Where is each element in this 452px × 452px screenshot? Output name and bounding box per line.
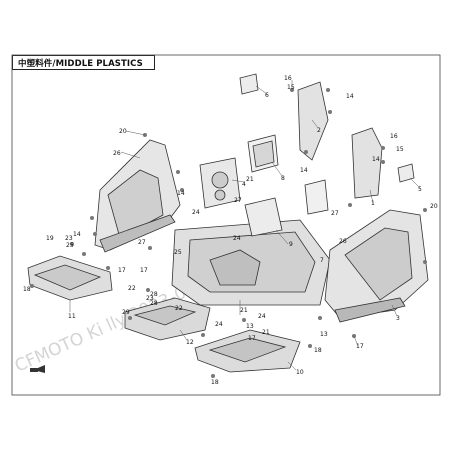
callout-14d: 14	[372, 156, 380, 163]
callout-20b: 20	[430, 203, 438, 210]
callout-25b: 25	[174, 249, 182, 256]
callout-27a: 27	[234, 197, 242, 204]
rear-center-panel	[171, 219, 331, 306]
callout-17c: 17	[356, 343, 364, 350]
left-side-panel	[94, 139, 181, 253]
callout-24a: 24	[192, 209, 200, 216]
vent-grille-right	[304, 179, 329, 215]
callout-27c: 27	[138, 239, 146, 246]
vent-grille-left	[247, 134, 279, 173]
callout-26b: 26	[339, 238, 347, 245]
leader-lines	[69, 80, 421, 371]
callout-6: 6	[265, 92, 269, 99]
callout-16b: 16	[390, 133, 398, 140]
diagram-title: 中塑料件/MIDDLE PLASTICS	[18, 59, 143, 69]
callout-2: 2	[317, 127, 321, 134]
callout-15a: 15	[287, 84, 295, 91]
clip-cap-6	[239, 73, 259, 95]
callout-12: 12	[186, 339, 194, 346]
callout-18c: 18	[314, 347, 322, 354]
callout-15b: 15	[396, 146, 404, 153]
speaker-bracket	[199, 157, 241, 209]
callout-27b: 27	[331, 210, 339, 217]
callout-19: 19	[46, 235, 54, 242]
callout-14e: 14	[177, 190, 185, 197]
callout-20a: 20	[119, 128, 127, 135]
callout-23a: 23	[65, 235, 73, 242]
right-side-panel	[324, 209, 429, 323]
callout-labels: 1 2 3 4 5 6 7 8 9 10 11 12 13 13 14 14 1…	[23, 75, 438, 386]
center-tunnel-cover	[124, 297, 211, 341]
callout-21c: 21	[262, 329, 270, 336]
callout-14c: 14	[346, 93, 354, 100]
callout-18a: 18	[23, 286, 31, 293]
callout-17b: 17	[140, 267, 148, 274]
callout-24c: 24	[215, 321, 223, 328]
callout-23b: 23	[146, 295, 154, 302]
callout-14b: 14	[300, 167, 308, 174]
callout-5: 5	[418, 186, 422, 193]
callout-10: 10	[296, 369, 304, 376]
callout-21b: 21	[240, 307, 248, 314]
callout-3: 3	[396, 315, 400, 322]
callout-13a: 13	[320, 331, 328, 338]
callout-7: 7	[320, 257, 324, 264]
callout-26a: 26	[113, 150, 121, 157]
right-pillar-cover	[351, 127, 383, 199]
diagram-border	[11, 54, 441, 396]
callout-4: 4	[242, 181, 246, 188]
clip-cap-5	[397, 163, 415, 183]
callout-1: 1	[371, 200, 375, 207]
callout-21a: 21	[246, 176, 254, 183]
callout-28a: 28	[150, 291, 158, 298]
callout-24d: 24	[258, 313, 266, 320]
callout-25a: 25	[66, 242, 74, 249]
callout-28b: 28	[150, 300, 158, 307]
callout-17d: 17	[248, 335, 256, 342]
callout-14a: 14	[73, 231, 81, 238]
callout-22a: 22	[128, 285, 136, 292]
callout-8: 8	[281, 175, 285, 182]
callout-16a: 16	[284, 75, 292, 82]
callout-29: 29	[122, 309, 130, 316]
front-floor-tray	[194, 329, 301, 373]
left-floor-tray	[27, 255, 113, 301]
callout-9: 9	[289, 241, 293, 248]
callout-18b: 18	[211, 379, 219, 386]
title-box	[12, 55, 155, 70]
callout-13b: 13	[246, 323, 254, 330]
cover-plate-9	[244, 197, 283, 237]
callout-11: 11	[68, 313, 76, 320]
callout-17a: 17	[118, 267, 126, 274]
orientation-arrow-icon	[30, 365, 45, 373]
callout-24b: 24	[233, 235, 241, 242]
callout-22b: 22	[175, 305, 183, 312]
fastener-set	[30, 88, 427, 378]
